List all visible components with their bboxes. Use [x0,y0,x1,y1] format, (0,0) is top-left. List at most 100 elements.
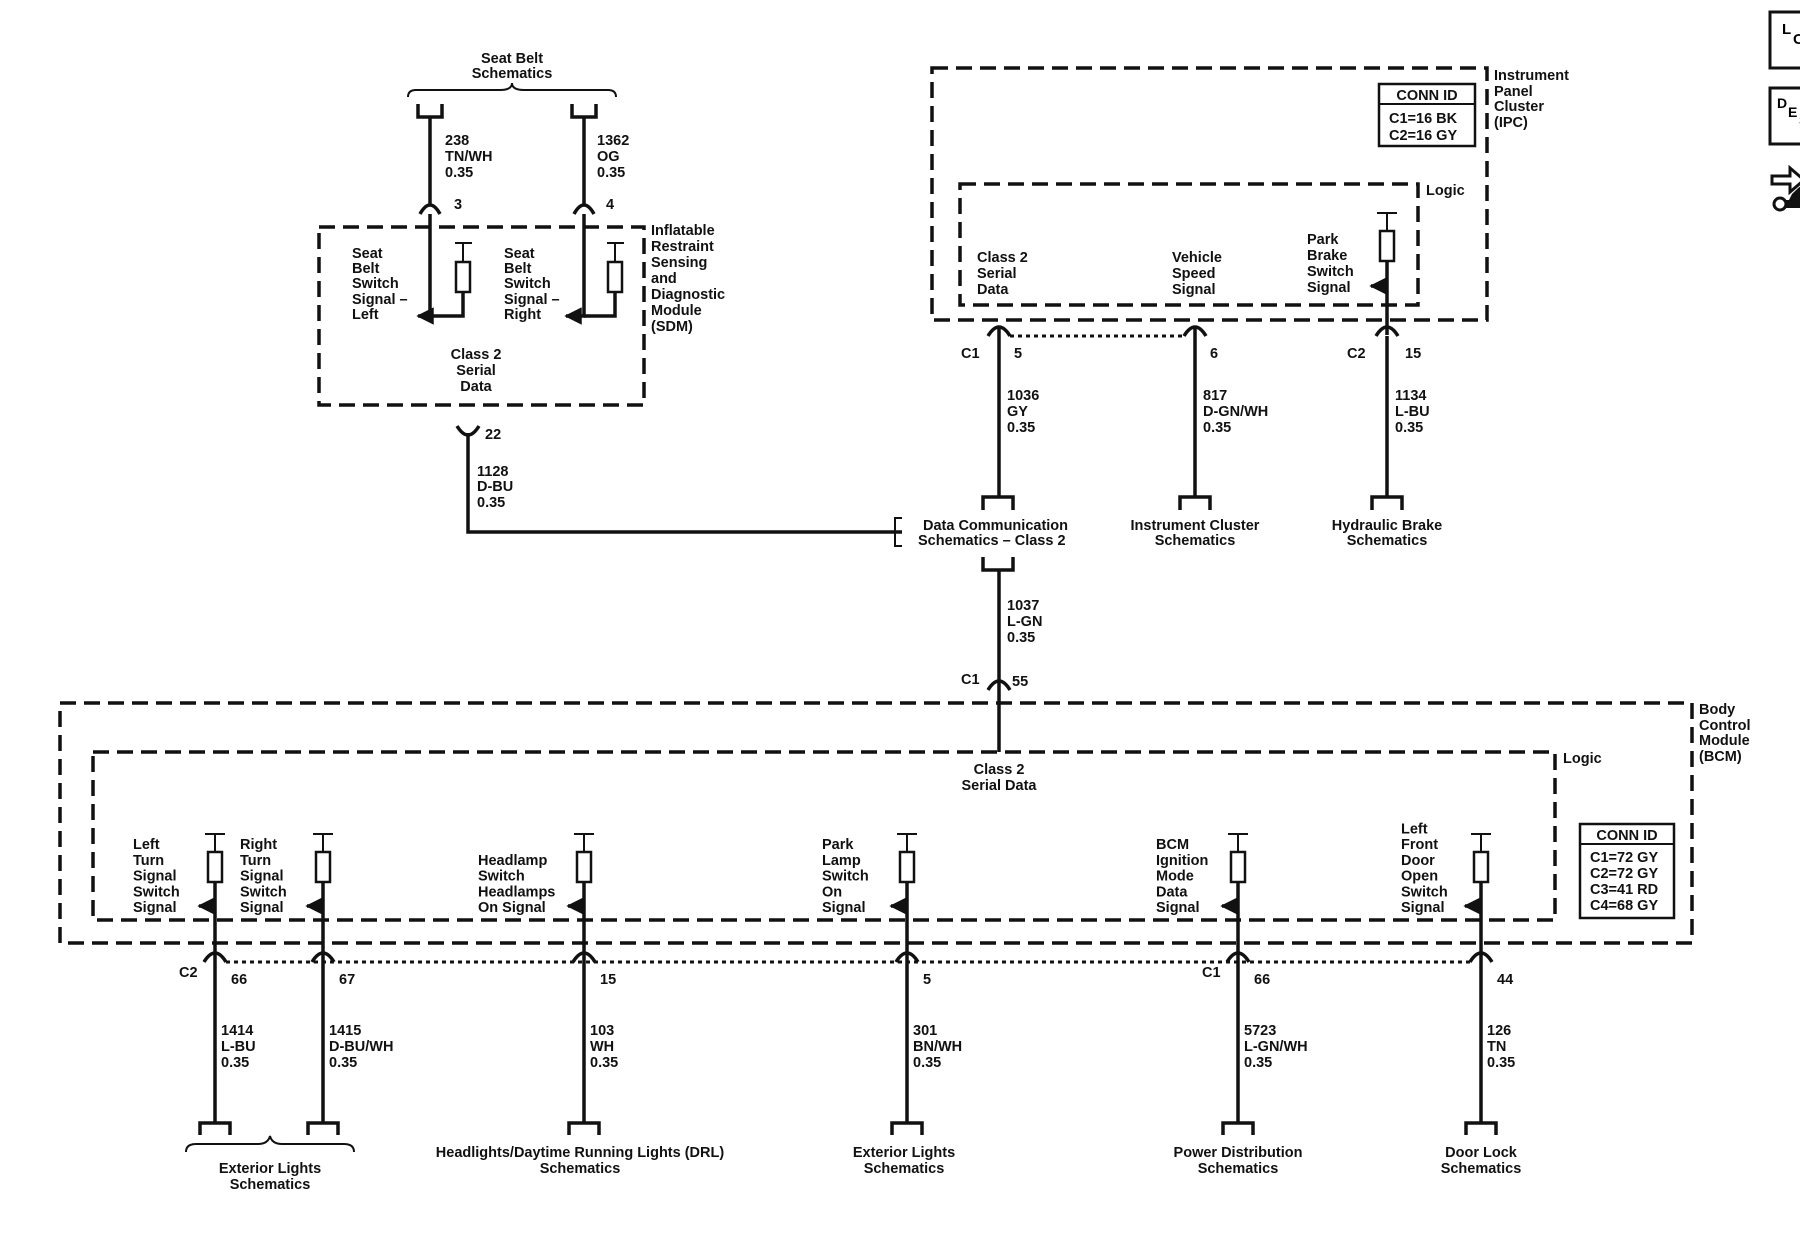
bcm-signal-6-label-1: Left [1401,822,1428,838]
bcm-signal-3-wire-2: WH [590,1039,614,1055]
bcm-signal-3-wire-3: 0.35 [590,1055,618,1071]
bcm-class2-1: Class 2 [974,762,1025,778]
sdm-name-6: Module [651,303,702,319]
wire-1036-color: GY [1007,404,1028,420]
seat-belt-title-1: Seat Belt [481,51,543,67]
wire-1037-number: 1037 [1007,598,1039,614]
sdm-sig-right-1: Seat [504,246,535,262]
bcm-signal-1-conn: C2 [179,965,198,981]
bcm-signal-1-label-1: Left [133,837,160,853]
sdm-pin-3: 3 [454,197,462,213]
sdm-sig-left-4: Signal – [352,292,408,308]
bcm-signal-6-label-2: Front [1401,837,1438,853]
ipc-class2-3: Data [977,282,1009,298]
dcs-label-1: Data Communication [923,518,1068,534]
ipc-conn-id-table: CONN ID C1=16 BK C2=16 GY [1377,82,1477,148]
sdm-name-3: Sensing [651,255,707,271]
bcm-signal-5-label-4: Data [1156,884,1188,900]
sdm-sig-right-4: Signal – [504,292,560,308]
sdm-sig-right-2: Belt [504,261,532,277]
bcm-signal-3-label-2: Switch [478,869,525,885]
icluster-label-1: Instrument Cluster [1131,518,1260,534]
bcm-signal-4-label-1: Park [822,837,854,853]
wire-1362-number: 1362 [597,133,629,149]
bcm-signal-3-pin: 15 [600,972,616,988]
dest-exterior-lights-1-1: Exterior Lights [219,1161,321,1177]
bcm-signal-2-label-2: Turn [240,853,271,869]
bcm-c1-pin-55-connector [986,679,1012,691]
bcm-signal-1-wire-3: 0.35 [221,1055,249,1071]
bcm-conn-row-4: C4=68 GY [1590,898,1658,914]
sdm-pin-22: 22 [485,427,501,443]
bcm-signal-2-label-3: Signal [240,869,284,885]
bcm-signal-1-label-3: Signal [133,869,177,885]
sdm-class2-1: Class 2 [451,347,502,363]
bcm-module: Logic Body Control Module (BCM) Class 2 … [58,701,1751,945]
bcm-boundary [58,701,1694,945]
bcm-trunk-conn: C1 [961,672,980,688]
desc-button[interactable]: D E S C [1768,86,1800,146]
ipc-boundary [930,66,1489,322]
sdm-pin-3-connector [418,203,442,215]
dest-door-lock-2: Schematics [1441,1161,1522,1177]
bcm-signal-2-wire-3: 0.35 [329,1055,357,1071]
bcm-signal-5-label-1: BCM [1156,837,1189,853]
ipc-name-3: Cluster [1494,99,1544,115]
bcm-signal-1-label-2: Turn [133,853,164,869]
sdm-name-2: Restraint [651,239,714,255]
bcm-signal-1-pin: 66 [231,972,247,988]
bcm-signal-6-label-3: Door [1401,853,1435,869]
ipc-park-brake-3: Switch [1307,264,1354,280]
dest-power-1: Power Distribution [1174,1145,1303,1161]
wire-1134-number: 1134 [1395,388,1426,404]
bcm-signal-2-pin: 67 [339,972,355,988]
bcm-logic-boundary [91,750,1557,922]
bcm-signal-4-pin: 5 [923,972,931,988]
bcm-name-4: (BCM) [1699,749,1742,765]
bcm-signal-4-label-2: Lamp [822,853,861,869]
wire-1362-gauge: 0.35 [597,165,625,181]
ipc-logic: Logic [1426,183,1465,199]
ipc-name-2: Panel [1494,84,1533,100]
dest-exterior-lights-2-1: Exterior Lights [853,1145,955,1161]
dcs-label-2: Schematics – Class 2 [918,533,1066,549]
bcm-signal-4-label-3: Switch [822,869,869,885]
ipc-vss-3: Signal [1172,282,1216,298]
wire-1128-gauge: 0.35 [477,495,505,511]
bcm-signal-2-wire-2: D-BU/WH [329,1039,393,1055]
ipc-pin-15: 15 [1405,346,1421,362]
bcm-signal-1-label-4: Switch [133,884,180,900]
wire-238-gauge: 0.35 [445,165,473,181]
ipc-c1: C1 [961,346,980,362]
wire-817-number: 817 [1203,388,1227,404]
bcm-class2-2: Serial Data [962,778,1038,794]
bcm-signal-4-label-4: On [822,884,842,900]
dest-headlights-1: Headlights/Daytime Running Lights (DRL) [436,1145,725,1161]
sdm-class2-3: Data [460,379,492,395]
bcm-signal-4-wire-1: 301 [913,1023,937,1039]
loc-l: L [1782,21,1791,38]
bcm-signal-3-label-4: On Signal [478,900,546,916]
bcm-signal-6-wire-1: 126 [1487,1023,1511,1039]
ipc-pin-5: 5 [1014,346,1022,362]
dest-door-lock-1: Door Lock [1445,1145,1518,1161]
dest-exterior-lights-2-2: Schematics [864,1161,945,1177]
bcm-name-3: Module [1699,733,1750,749]
sdm-sig-left-3: Switch [352,276,399,292]
back-arrow-icon[interactable] [1768,160,1800,220]
bcm-signal-5-wire-1: 5723 [1244,1023,1276,1039]
loc-button[interactable]: L O C [1768,10,1800,70]
bcm-signal-5-label-5: Signal [1156,900,1200,916]
sdm-sig-left-1: Seat [352,246,383,262]
ipc-park-brake-4: Signal [1307,280,1351,296]
bcm-signal-3-label-3: Headlamps [478,884,555,900]
desc-e: E [1788,104,1797,120]
bcm-signal-2-label-5: Signal [240,900,284,916]
sdm-class2-2: Serial [456,363,496,379]
ipc-logic-boundary [958,182,1420,307]
ipc-vss-2: Speed [1172,266,1216,282]
wire-817-gauge: 0.35 [1203,420,1231,436]
ipc-module: Logic Instrument Panel Cluster (IPC) CON… [930,66,1569,335]
ipc-class2-1: Class 2 [977,250,1028,266]
